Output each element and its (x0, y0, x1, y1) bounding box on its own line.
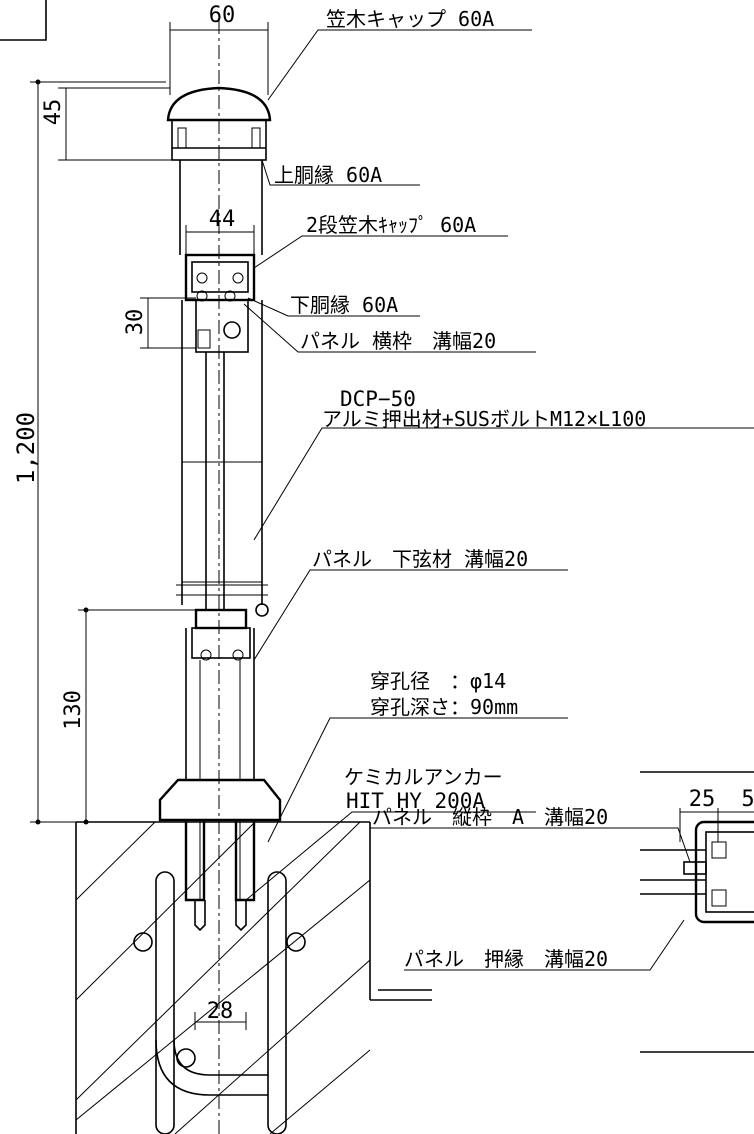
label-hole-dia: 穿孔径 ：φ14 (370, 669, 506, 693)
label-second-cap: 2段笠木ｷｬｯﾌﾟ 60A (306, 213, 476, 237)
leader-lines (243, 29, 754, 971)
dim-anchor-height: 130 (61, 690, 86, 730)
label-panel-holder: パネル 押縁 溝幅20 (404, 947, 608, 971)
dim-overall-height: 1,200 (12, 412, 40, 484)
dim-detail-a: 25 (689, 787, 716, 812)
post-body (158, 20, 282, 1134)
dim-second-cap-width: 44 (209, 207, 236, 232)
label-lower-rim: 下胴縁 60A (290, 293, 398, 317)
dim-detail-b: 5 (741, 787, 754, 812)
label-cap: 笠木キャップ 60A (326, 7, 494, 31)
dimension-lines (30, 22, 269, 1030)
label-anchor-model: HIT HY 200A (346, 789, 485, 813)
label-panel-cross: パネル 横枠 溝幅20 (300, 329, 496, 353)
title-box-fragment (0, 0, 47, 41)
label-upper-rim: 上胴縁 60A (274, 163, 382, 187)
dim-anchor-spacing: 28 (207, 999, 234, 1024)
dim-cap-height: 45 (41, 99, 66, 126)
label-panel-lower: パネル 下弦材 溝幅20 (312, 547, 528, 571)
label-anchor-name: ケミカルアンカー (344, 765, 503, 789)
label-hole-depth: 穿孔深さ：90mm (370, 695, 518, 719)
dim-lower-rim-height: 30 (123, 309, 148, 336)
label-panel-vertical: パネル 縦枠 A 溝幅20 (372, 805, 608, 829)
dim-top-width: 60 (209, 3, 236, 28)
label-post-model: DCP−50 (340, 387, 416, 411)
concrete-slab (75, 821, 432, 1134)
panel-detail-section (640, 771, 754, 1053)
label-post-material: アルミ押出材+SUSボルトM12×L100 (322, 407, 646, 431)
